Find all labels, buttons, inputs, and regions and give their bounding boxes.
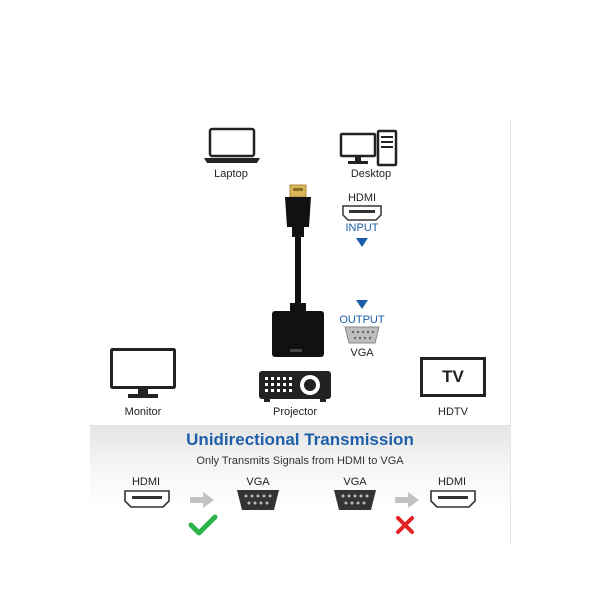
tv-screen-text: TV <box>442 367 464 386</box>
gray-arrow-icon <box>395 492 419 508</box>
transmission-subtitle: Only Transmits Signals from HDMI to VGA <box>196 455 404 467</box>
monitor-icon <box>110 348 176 398</box>
projector-label: Projector <box>272 406 318 418</box>
check-icon <box>188 514 218 536</box>
output-arrow-icon <box>356 300 368 309</box>
bad-from-label: VGA <box>343 476 367 488</box>
tv-icon: TV <box>420 357 486 397</box>
transmission-title: Unidirectional Transmission <box>186 430 414 449</box>
vga-port-icon <box>334 490 376 510</box>
hdmi-input-port-label: HDMI <box>347 192 377 204</box>
monitor-label: Monitor <box>124 406 162 418</box>
projector-icon <box>259 371 331 402</box>
hdmi-port-icon <box>342 205 382 221</box>
ok-from-label: HDMI <box>131 476 161 488</box>
bad-to-label: HDMI <box>437 476 467 488</box>
vga-port-icon <box>237 490 279 510</box>
gray-arrow-icon <box>190 492 214 508</box>
divider <box>510 120 511 545</box>
ok-to-label: VGA <box>246 476 270 488</box>
cross-icon <box>396 516 414 534</box>
hdmi-port-icon <box>430 490 476 508</box>
hdmi-vga-adapter <box>272 184 324 357</box>
desktop-label: Desktop <box>350 168 392 180</box>
vga-output-port-label: VGA <box>350 347 374 359</box>
input-arrow-icon <box>356 238 368 247</box>
output-label: OUTPUT <box>339 314 385 326</box>
laptop-icon <box>204 127 260 163</box>
hdtv-label: HDTV <box>438 406 468 418</box>
laptop-label: Laptop <box>214 168 248 180</box>
transmission-panel <box>90 425 510 545</box>
desktop-icon <box>339 129 398 167</box>
hdmi-port-icon <box>124 490 170 508</box>
input-label: INPUT <box>345 222 379 234</box>
vga-port-icon <box>344 326 380 344</box>
